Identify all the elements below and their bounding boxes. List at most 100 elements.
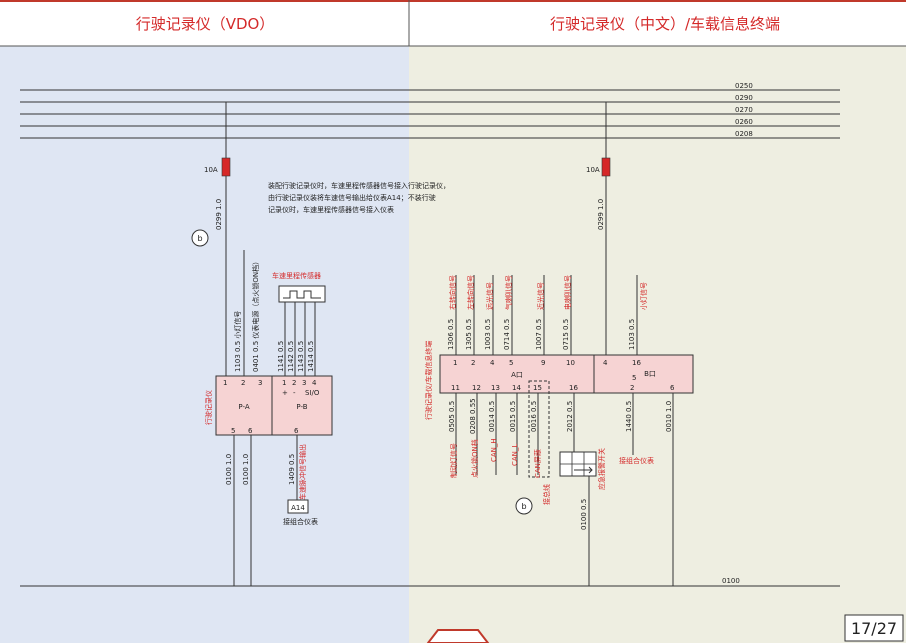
header-band [0, 0, 906, 46]
note-line: 由行驶记录仪装将车速信号输出给仪表A14；不装行驶 [268, 193, 436, 202]
emergency-switch-label: 应急报警开关 [597, 448, 606, 490]
wire-label: 1103 0.5 [628, 319, 636, 350]
a14-desc: 接组合仪表 [283, 517, 318, 526]
ground-label: 0100 [722, 577, 740, 585]
pin-label: 2 [292, 379, 296, 387]
connector-p-a [215, 375, 273, 436]
right-fuse-label: 10A [586, 166, 600, 174]
wire-label: 0401 0.5 仪表电源（点火锁ON档） [251, 258, 260, 372]
pin-label: 13 [491, 384, 500, 392]
wire-label: 0100 1.0 [225, 454, 233, 485]
wire-label: 1414 0.5 [307, 341, 315, 372]
signal-label: 点火锁ON档 [470, 439, 479, 478]
bottom-tab-decoration [426, 629, 490, 643]
pulse-waveform-icon [283, 290, 321, 299]
wire-label: 0016 0.5 [530, 401, 538, 432]
wire-label: 1003 0.5 [484, 319, 492, 350]
pin-label: 1 [282, 379, 286, 387]
pin-label: 12 [472, 384, 481, 392]
page-number-box [844, 614, 904, 642]
wire-label: 2012 0.5 [566, 401, 574, 432]
page-number: 17/27 [851, 619, 897, 638]
right-fuse [601, 157, 611, 177]
bus-label: 0208 [735, 130, 753, 138]
pin-label: 11 [451, 384, 460, 392]
ground-wire-label: 0100 0.5 [580, 499, 588, 530]
left-wires [225, 102, 316, 586]
connector-p-b [271, 375, 333, 436]
wire-label: 1142 0.5 [287, 341, 295, 372]
pin-label: 2 [630, 384, 634, 392]
wire-label: 0715 0.5 [562, 319, 570, 350]
bottom-wire-labels: 0505 0.5 0208 0.55 0014 0.5 0015 0.5 001… [448, 398, 673, 434]
pin-label: 4 [603, 359, 608, 367]
signal-label: 右转向信号 [448, 275, 457, 310]
note-line: 装配行驶记录仪时，车速里程传感器信号接入行驶记录仪， [268, 181, 450, 190]
signal-label: 气喇叭信号 [504, 275, 513, 310]
pin-label: 16 [632, 359, 641, 367]
switch-arrow-icon [574, 466, 593, 474]
pin-label: 4 [490, 359, 495, 367]
signal-label: 制动灯信号 [449, 443, 458, 478]
right-fuse-wire: 0299 1.0 [597, 199, 605, 230]
pin-label: 6 [294, 427, 299, 435]
left-note: 装配行驶记录仪时，车速里程传感器信号接入行驶记录仪， 由行驶记录仪装将车速信号输… [268, 181, 450, 214]
wire-label: 0505 0.5 [448, 401, 456, 432]
right-title: 行驶记录仪（中文）/车载信息终端 [550, 15, 780, 33]
wire-label: 0208 0.55 [469, 398, 477, 434]
can-shield-bracket [528, 380, 550, 478]
bus-label: 0290 [735, 94, 753, 102]
connector-name: A口 [511, 371, 523, 379]
signal-label: CAN_L [511, 444, 519, 466]
left-node-b-label: b [197, 234, 202, 243]
pin-label: 2 [471, 359, 475, 367]
bus-labels: 0250 0290 0270 0260 0208 [735, 82, 753, 138]
left-fuse [221, 157, 231, 177]
device-label: 行驶记录仪 [204, 390, 213, 425]
wire-label: 1141 0.5 [277, 341, 285, 372]
bus-label: 0270 [735, 106, 753, 114]
wire-label: 1007 0.5 [535, 319, 543, 350]
connector-name: B口 [644, 370, 656, 378]
bottom-signal-labels: 制动灯信号 点火锁ON档 CAN_H CAN_L CAN屏蔽 接总线 [449, 438, 551, 505]
wire-label: 1440 0.5 [625, 401, 633, 432]
right-node-b-label: b [521, 502, 526, 511]
left-panel-bg [0, 0, 409, 643]
a14-box [287, 499, 309, 514]
pin-label: 14 [512, 384, 521, 392]
a14-label: A14 [291, 504, 305, 512]
pin-plus: + [282, 389, 288, 397]
wire-label: 0714 0.5 [503, 319, 511, 350]
bus-connection-label: 接总线 [542, 484, 551, 505]
pin-label: 16 [569, 384, 578, 392]
pin-label: 9 [541, 359, 545, 367]
signal-label: CAN_H [490, 438, 498, 462]
right-node-b [515, 497, 533, 515]
wire-label: 1103 0.5 小灯信号 [233, 311, 242, 372]
wire-label: 1143 0.5 [297, 341, 305, 372]
pin-label: 6 [248, 427, 253, 435]
pin-label: 3 [258, 379, 262, 387]
pin-label: 6 [670, 384, 675, 392]
right-wires [455, 102, 674, 586]
wire-label: 0014 0.5 [488, 401, 496, 432]
power-buses [20, 89, 840, 139]
wire-label: 0010 1.0 [665, 401, 673, 432]
connector-name: P-B [296, 403, 307, 411]
pin-minus: - [293, 389, 296, 397]
pin-label: 10 [566, 359, 575, 367]
top-signal-labels: 右转向信号 左转向信号 远光信号 气喇叭信号 近光信号 电喇叭信号 小灯信号 [448, 275, 648, 310]
signal-label: 电喇叭信号 [563, 275, 572, 310]
bus-label: 0260 [735, 118, 753, 126]
right-panel-bg [409, 0, 906, 643]
left-fuse-label: 10A [204, 166, 218, 174]
bus-label: 0250 [735, 82, 753, 90]
top-wire-labels: 1306 0.5 1305 0.5 1003 0.5 0714 0.5 1007… [447, 319, 636, 350]
connector-a [439, 354, 595, 394]
signal-label: 小灯信号 [639, 282, 648, 310]
speed-out-label: 车速脉冲信号输出 [298, 444, 307, 500]
wire-label: 1305 0.5 [465, 319, 473, 350]
speed-sensor [278, 285, 326, 303]
